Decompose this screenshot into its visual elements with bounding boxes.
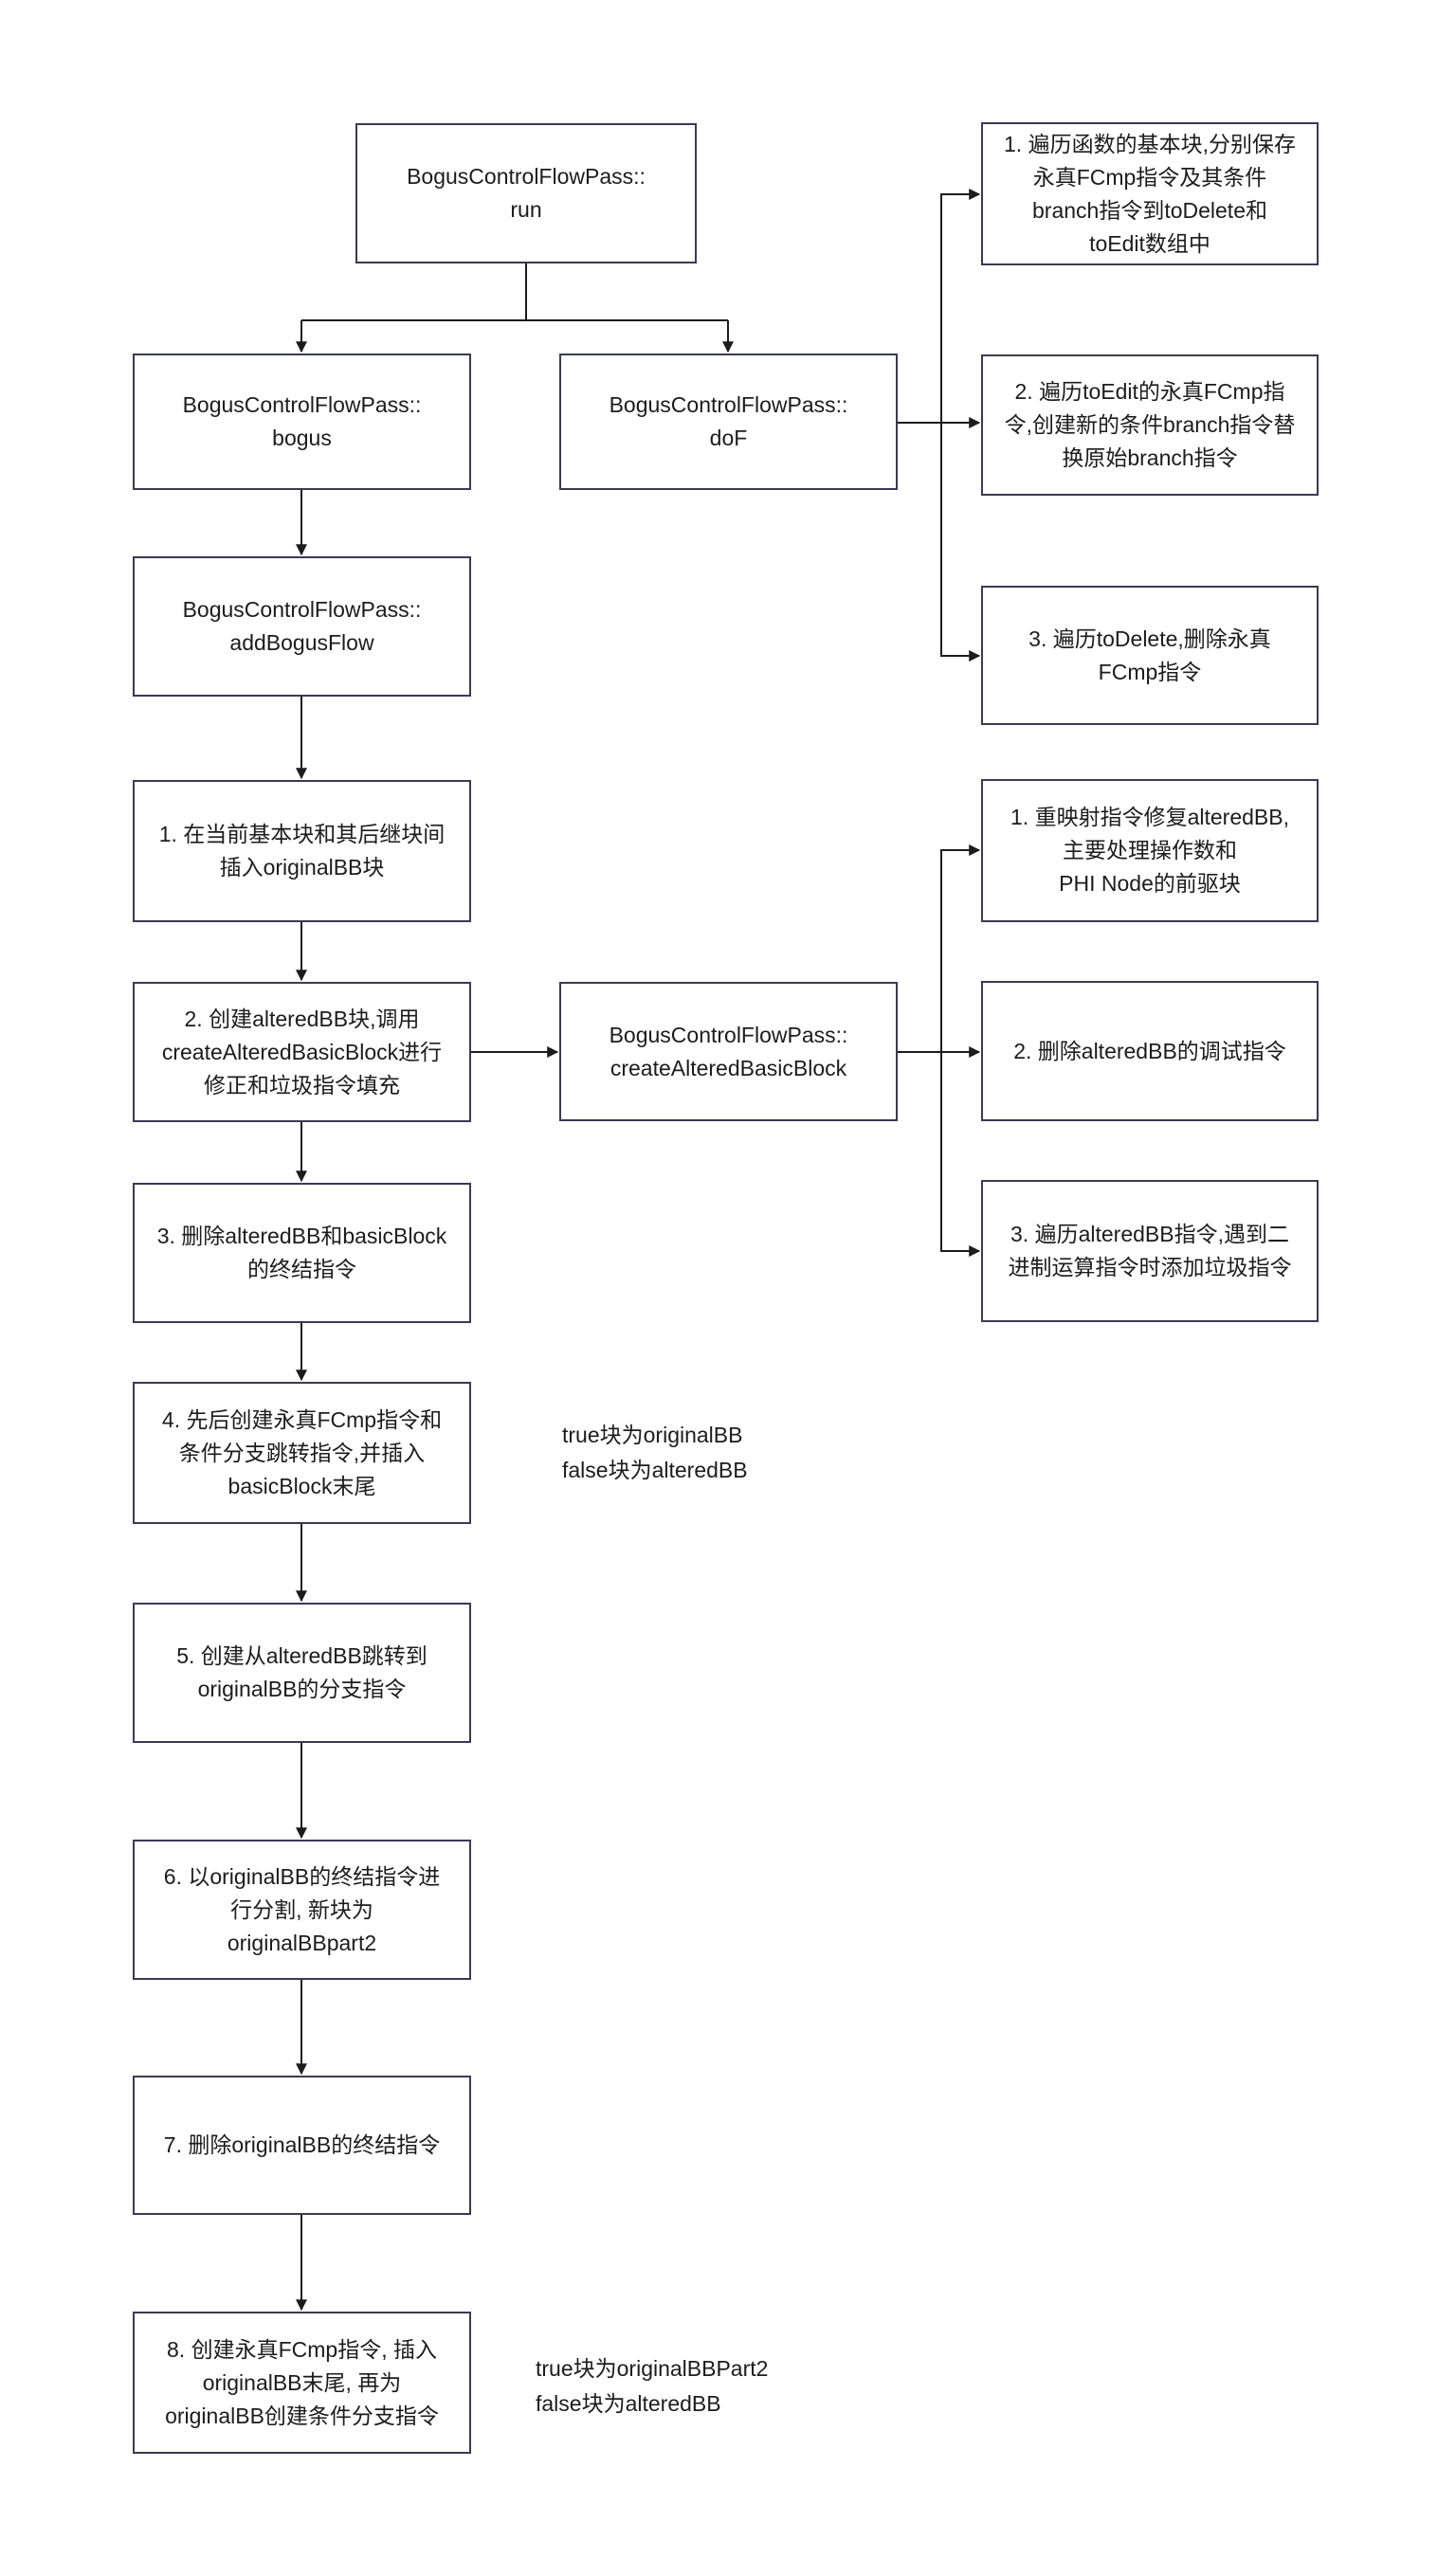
flow-node-cabb-step-1: 1. 重映射指令修复alteredBB, 主要处理操作数和 PHI Node的前… [981,779,1319,922]
annotation-true-false-2: true块为originalBBPart2 false块为alteredBB [536,2356,769,2416]
flow-node-bogus-step-1: 1. 在当前基本块和其后继块间 插入originalBB块 [133,780,471,922]
flow-node-bogus-step-2: 2. 创建alteredBB块,调用 createAlteredBasicBlo… [133,982,471,1122]
flow-node-bogus-step-7: 7. 删除originalBB的终结指令 [133,2076,471,2215]
flow-node-add-bogus-flow: BogusControlFlowPass:: addBogusFlow [133,556,471,697]
connector-createabb-to-cabb1 [898,844,981,1053]
connector-dof-to-step-1 [898,189,981,424]
flow-node-dof: BogusControlFlowPass:: doF [559,354,898,490]
flow-node-run: BogusControlFlowPass:: run [355,123,697,263]
connector-createabb-to-cabb3 [940,1052,981,1257]
connector-dof-to-step-3 [940,423,981,662]
flow-node-create-altered-basic-block: BogusControlFlowPass:: createAlteredBasi… [559,982,898,1121]
flow-node-bogus-step-4: 4. 先后创建永真FCmp指令和 条件分支跳转指令,并插入 basicBlock… [133,1382,471,1524]
flow-node-bogus-step-6: 6. 以originalBB的终结指令进 行分割, 新块为 originalBB… [133,1840,471,1980]
flow-node-cabb-step-3: 3. 遍历alteredBB指令,遇到二 进制运算指令时添加垃圾指令 [981,1180,1319,1322]
flow-node-bogus: BogusControlFlowPass:: bogus [133,354,471,490]
flow-node-bogus-step-5: 5. 创建从alteredBB跳转到 originalBB的分支指令 [133,1603,471,1743]
flow-node-dof-step-3: 3. 遍历toDelete,删除永真 FCmp指令 [981,586,1319,725]
flow-node-dof-step-1: 1. 遍历函数的基本块,分别保存 永真FCmp指令及其条件 branch指令到t… [981,122,1319,265]
annotation-true-false-1: true块为originalBB false块为alteredBB [562,1423,748,1482]
flow-node-cabb-step-2: 2. 删除alteredBB的调试指令 [981,981,1319,1121]
flow-node-dof-step-2: 2. 遍历toEdit的永真FCmp指 令,创建新的条件branch指令替 换原… [981,354,1319,496]
flow-node-bogus-step-8: 8. 创建永真FCmp指令, 插入 originalBB末尾, 再为 origi… [133,2312,471,2454]
flow-node-bogus-step-3: 3. 删除alteredBB和basicBlock 的终结指令 [133,1183,471,1323]
